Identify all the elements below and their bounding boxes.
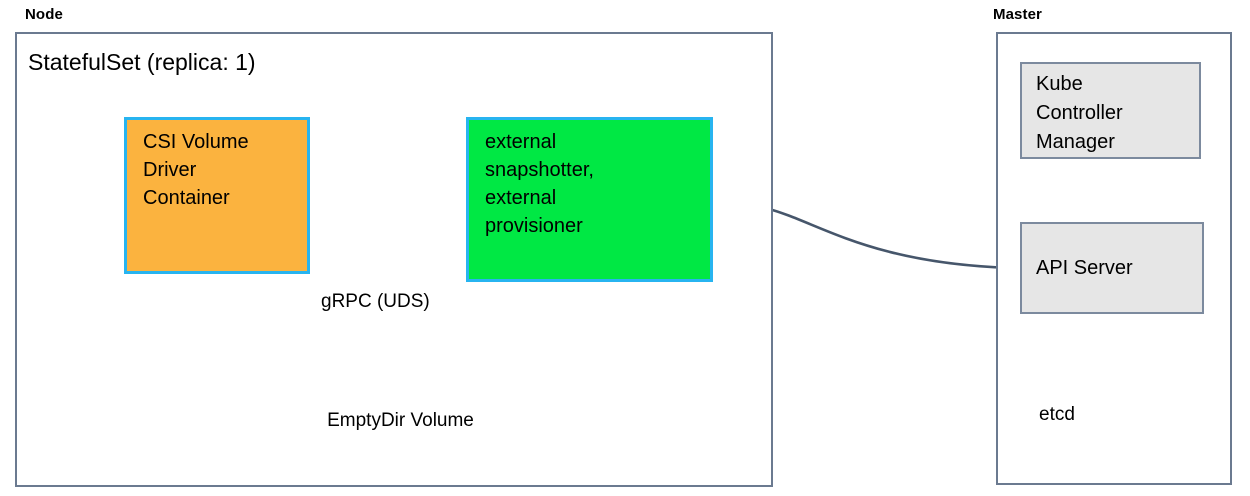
emptydir-volume-label: EmptyDir Volume <box>327 410 474 431</box>
csi-box-line-3: Container <box>143 187 230 209</box>
etcd-label: etcd <box>1039 404 1075 425</box>
master-group-caption: Master <box>993 6 1042 23</box>
kcm-box-line-3: Manager <box>1036 131 1115 153</box>
ext-box-line-2: snapshotter, <box>485 159 594 181</box>
ext-box-line-3: external <box>485 187 557 209</box>
node-group-caption: Node <box>25 6 63 23</box>
kcm-box-line-2: Controller <box>1036 102 1123 124</box>
kcm-box-line-1: Kube <box>1036 73 1083 95</box>
csi-box-line-1: CSI Volume <box>143 131 249 153</box>
edge-label-grpc-uds: gRPC (UDS) <box>321 291 430 312</box>
etcd-node[interactable]: etcd <box>1017 371 1174 443</box>
api-server-label: API Server <box>1036 256 1133 279</box>
statefulset-label: StatefulSet (replica: 1) <box>28 49 256 75</box>
ext-box-line-4: provisioner <box>485 215 583 237</box>
external-sidecars-box[interactable]: external snapshotter, external provision… <box>466 117 713 282</box>
ext-box-line-1: external <box>485 131 557 153</box>
api-server-box[interactable]: API Server <box>1020 222 1204 314</box>
emptydir-volume-node[interactable]: EmptyDir Volume <box>272 374 529 452</box>
csi-volume-driver-container-box[interactable]: CSI Volume Driver Container <box>124 117 310 274</box>
csi-box-line-2: Driver <box>143 159 197 181</box>
kube-controller-manager-box[interactable]: Kube Controller Manager <box>1020 62 1201 159</box>
